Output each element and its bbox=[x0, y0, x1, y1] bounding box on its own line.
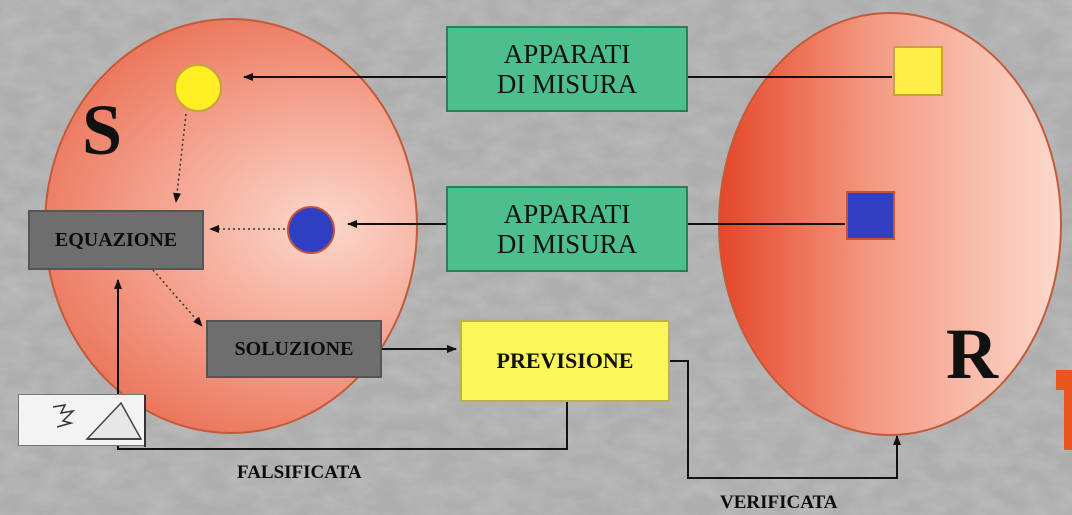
triangle-icon[interactable] bbox=[85, 401, 143, 440]
blue-circle-icon bbox=[287, 206, 335, 254]
orange-edge-shape bbox=[1056, 370, 1072, 450]
previsione-box: PREVISIONE bbox=[460, 320, 670, 402]
apparati-misura-top-box: APPARATI DI MISURA bbox=[446, 26, 688, 112]
apparati-misura-top-line2: DI MISURA bbox=[496, 69, 638, 99]
apparati-misura-mid-line2: DI MISURA bbox=[496, 229, 638, 259]
apparati-misura-mid-line1: APPARATI bbox=[503, 199, 631, 229]
verificata-label: VERIFICATA bbox=[720, 492, 838, 513]
yellow-square-icon bbox=[893, 46, 943, 96]
blue-square-icon bbox=[846, 191, 895, 240]
apparati-misura-mid-box: APPARATI DI MISURA bbox=[446, 186, 688, 272]
falsificata-label: FALSIFICATA bbox=[237, 462, 362, 483]
apparati-misura-top-line1: APPARATI bbox=[503, 39, 631, 69]
equazione-box: EQUAZIONE bbox=[28, 210, 204, 270]
tool-icon[interactable] bbox=[52, 404, 76, 428]
ellipse-r-label: R bbox=[946, 314, 998, 394]
floating-toolbar[interactable] bbox=[18, 394, 146, 447]
soluzione-box: SOLUZIONE bbox=[206, 320, 382, 378]
ellipse-s-label: S bbox=[82, 90, 123, 170]
yellow-circle-icon bbox=[174, 64, 222, 112]
